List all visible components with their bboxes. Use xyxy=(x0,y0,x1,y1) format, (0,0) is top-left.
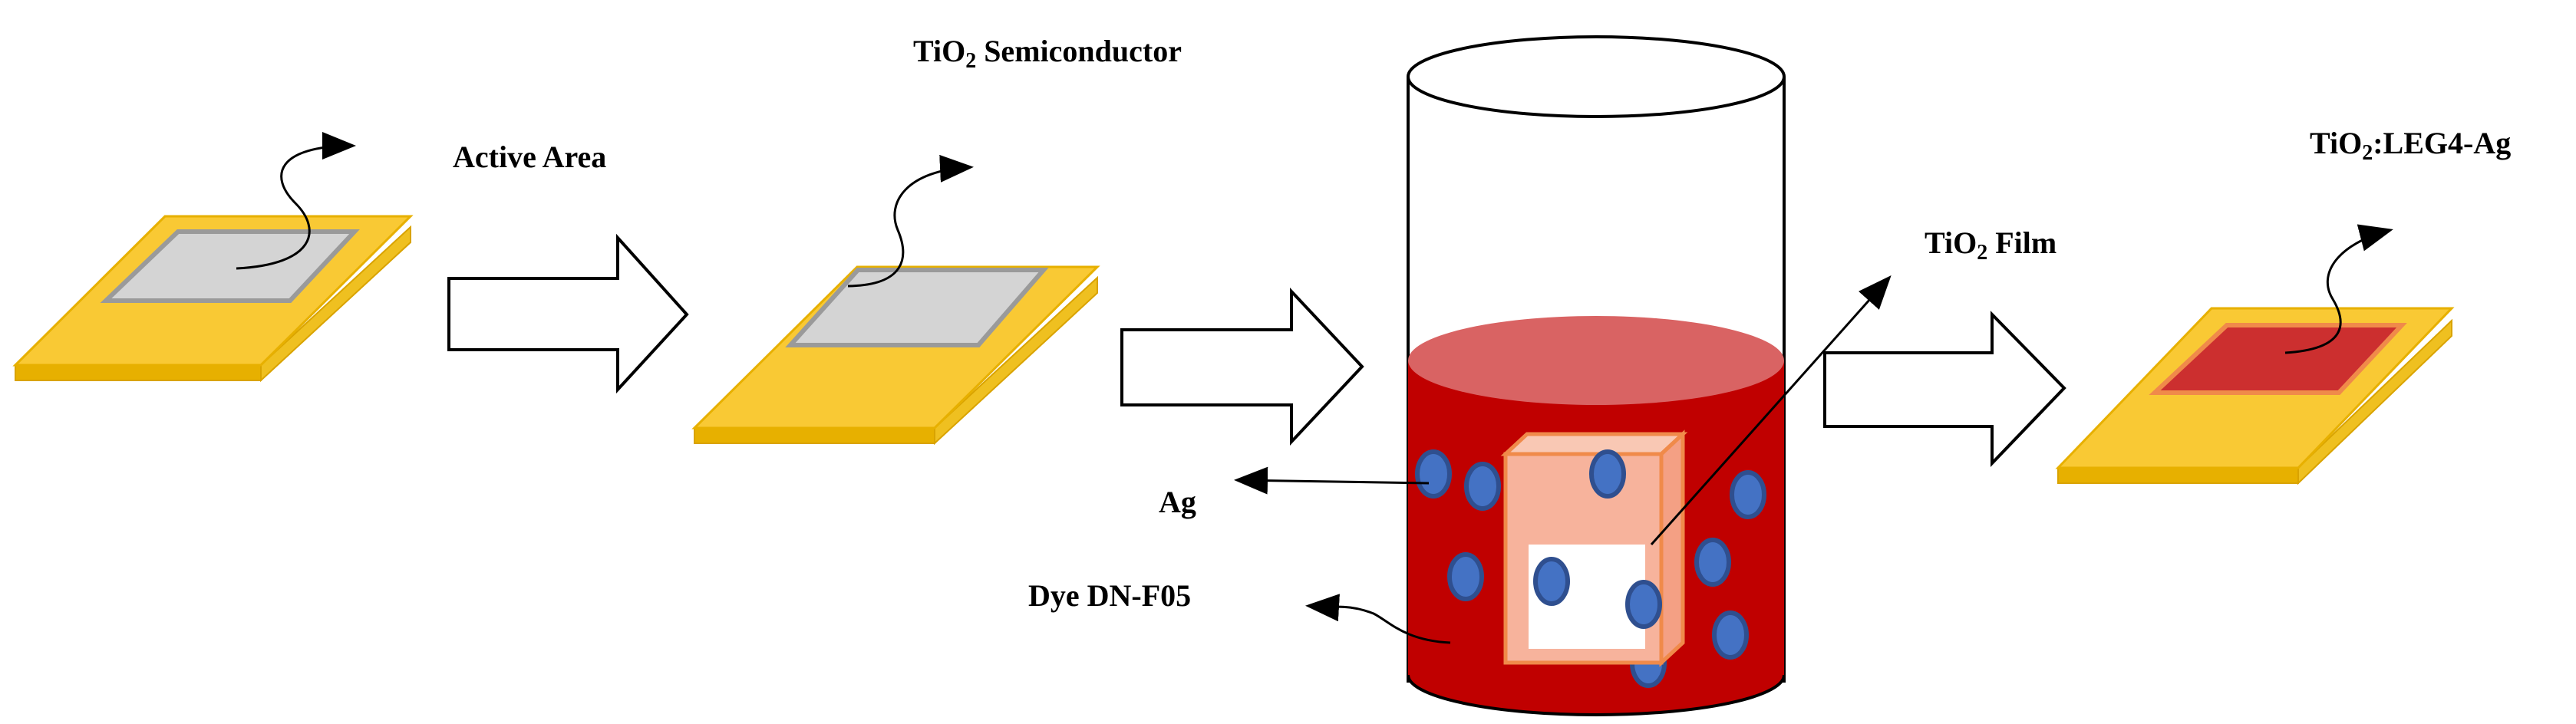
ag-particle xyxy=(1694,538,1731,587)
ag-particle xyxy=(1447,552,1484,601)
beaker-rim xyxy=(1407,35,1786,118)
semiconductor-pointer-arrow xyxy=(847,154,974,288)
ag-particle xyxy=(1730,470,1766,519)
active-area-1 xyxy=(100,229,360,303)
label-active-area: Active Area xyxy=(453,140,606,174)
final-pointer-arrow xyxy=(2284,224,2393,354)
ag-particle xyxy=(1415,449,1452,499)
substrate-1-edge xyxy=(260,225,411,383)
film-block-top xyxy=(1500,432,1688,456)
ag-particle xyxy=(1464,462,1501,511)
substrate-2-side xyxy=(694,427,935,444)
tio2-film-block xyxy=(1500,429,1688,667)
substrate-3 xyxy=(2055,307,2455,485)
substrate-2 xyxy=(691,265,1100,446)
substrate-3-side xyxy=(2057,467,2299,484)
substrate-3-edge xyxy=(2297,318,2452,485)
semiconductor-area xyxy=(785,268,1049,347)
dye-pointer-arrow xyxy=(1305,594,1451,644)
film-block-side xyxy=(1659,429,1685,667)
substrate-1-side xyxy=(15,364,262,381)
active-area-pointer-arrow xyxy=(236,132,356,270)
ag-particle xyxy=(1625,580,1662,629)
label-tio2-film: TiO2 Film xyxy=(1925,225,2057,265)
label-tio2-leg4-ag: TiO2:LEG4-Ag xyxy=(2310,126,2511,165)
label-ag: Ag xyxy=(1159,485,1196,519)
ag-particle xyxy=(1712,610,1749,660)
beaker-bottom xyxy=(1407,674,1786,716)
process-arrow-3 xyxy=(1823,311,2066,467)
sensitized-area xyxy=(2149,323,2407,395)
ag-particles xyxy=(1415,449,1766,688)
process-arrow-2 xyxy=(1120,287,1364,446)
substrate-2-edge xyxy=(934,275,1098,446)
label-dye: Dye DN-F05 xyxy=(1028,578,1191,613)
ag-pointer-line xyxy=(1234,466,1430,495)
tio2-film-pointer-line xyxy=(1650,275,1892,545)
ag-particle xyxy=(1589,449,1626,499)
label-tio2-semiconductor: TiO2 Semiconductor xyxy=(913,34,1182,73)
ag-particle xyxy=(1533,557,1570,606)
substrate-1 xyxy=(12,215,414,383)
dye-solution-surface xyxy=(1408,316,1784,405)
process-arrow-1 xyxy=(447,233,689,394)
